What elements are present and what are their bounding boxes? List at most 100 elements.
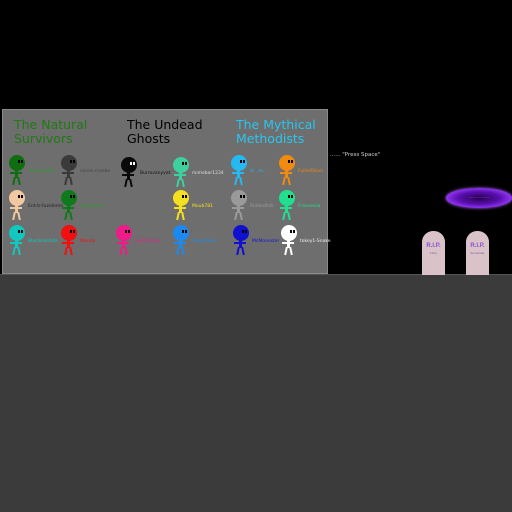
- character-name: Ent-tr-fuzidente: [28, 204, 64, 209]
- character-eye: [130, 162, 132, 165]
- character-body: [237, 205, 240, 213]
- character-arm: [234, 242, 246, 244]
- character-eye: [70, 160, 72, 163]
- character-eye: [288, 195, 290, 198]
- character-head: [279, 190, 295, 206]
- character-name: Burrovanyvat: [140, 171, 171, 176]
- portal[interactable]: [446, 188, 512, 208]
- character-leg-l: [176, 246, 180, 256]
- character-name: McMoonster: [252, 239, 280, 244]
- character-leg-r: [181, 211, 185, 221]
- character-arm: [62, 242, 74, 244]
- character-arm: [174, 207, 186, 209]
- character-eye: [288, 160, 290, 163]
- character-eye: [182, 162, 184, 165]
- character-leg-r: [69, 176, 73, 186]
- character-leg-l: [64, 211, 68, 221]
- character-leg-l: [284, 246, 288, 256]
- character-leg-l: [64, 246, 68, 256]
- character-arm: [10, 242, 22, 244]
- character-eye: [290, 230, 292, 233]
- character-name: tokey1-Snake: [300, 239, 331, 244]
- character-3: [120, 157, 140, 189]
- character-4: [172, 157, 192, 189]
- character-14: [115, 225, 135, 257]
- character-name: Moub781: [192, 204, 213, 209]
- character-name: mimebar1234: [192, 171, 224, 176]
- character-eye: [128, 230, 130, 233]
- character-name: Francessa: [298, 204, 321, 209]
- character-eye: [21, 230, 23, 233]
- character-leg-l: [236, 246, 240, 256]
- character-leg-r: [124, 246, 128, 256]
- character-eye: [242, 230, 244, 233]
- ground: [0, 275, 512, 512]
- character-12: [8, 225, 28, 257]
- character-leg-l: [64, 176, 68, 186]
- character-leg-r: [69, 211, 73, 221]
- tombstone: R.I.P. Fizzy: [422, 231, 445, 275]
- character-eye: [291, 160, 293, 163]
- character-eye: [70, 230, 72, 233]
- portal-label: ...................: [468, 195, 490, 199]
- character-eye: [182, 230, 184, 233]
- character-leg-l: [12, 211, 16, 221]
- character-arm: [280, 172, 292, 174]
- character-name: Blackslashite: [28, 239, 58, 244]
- character-head: [281, 225, 297, 241]
- character-body: [179, 240, 182, 248]
- character-arm: [174, 174, 186, 176]
- character-body: [67, 170, 70, 178]
- team-board: The Natural Survivors The Undead Ghosts …: [2, 109, 328, 274]
- character-leg-l: [282, 211, 286, 221]
- character-eye: [243, 160, 245, 163]
- character-body: [15, 170, 18, 178]
- character-11: [278, 190, 298, 222]
- character-head: [233, 225, 249, 241]
- character-eye: [18, 230, 20, 233]
- character-leg-r: [17, 246, 21, 256]
- team-title-line2: Ghosts: [127, 131, 171, 146]
- team-title-line1: The Mythical: [236, 117, 316, 132]
- character-leg-l: [12, 246, 16, 256]
- character-head: [116, 225, 132, 241]
- character-eye: [133, 162, 135, 165]
- team-title-undead: The Undead Ghosts: [127, 118, 203, 146]
- character-eye: [240, 160, 242, 163]
- character-eye: [70, 195, 72, 198]
- team-title-natural: The Natural Survivors: [14, 118, 87, 146]
- character-name: ceiros-rnsebe: [80, 169, 111, 174]
- character-eye: [182, 195, 184, 198]
- character-eye: [245, 230, 247, 233]
- tombstone-rip: R.I.P.: [426, 243, 441, 249]
- character-head: [173, 157, 189, 173]
- character-eye: [185, 230, 187, 233]
- character-name: Swiftsnicky: [135, 239, 161, 244]
- character-eye: [73, 230, 75, 233]
- character-eye: [73, 195, 75, 198]
- ground-edge: [0, 274, 512, 275]
- character-leg-l: [12, 176, 16, 186]
- character-13: [60, 225, 80, 257]
- character-body: [179, 205, 182, 213]
- character-head: [231, 190, 247, 206]
- tombstone-name: Fizzy: [430, 251, 437, 255]
- character-16: [232, 225, 252, 257]
- tombstone: R.I.P. Somebody: [466, 231, 489, 275]
- character-leg-r: [241, 246, 245, 256]
- character-head: [173, 190, 189, 206]
- character-name: Woody: [80, 239, 96, 244]
- character-head: [9, 155, 25, 171]
- character-body: [122, 240, 125, 248]
- character-eye: [125, 230, 127, 233]
- character-leg-r: [69, 246, 73, 256]
- character-leg-l: [119, 246, 123, 256]
- character-arm: [10, 172, 22, 174]
- character-8: [60, 190, 80, 222]
- character-eye: [240, 195, 242, 198]
- team-title-line1: The Undead: [127, 117, 203, 132]
- character-leg-l: [282, 176, 286, 186]
- character-leg-r: [17, 211, 21, 221]
- character-head: [61, 190, 77, 206]
